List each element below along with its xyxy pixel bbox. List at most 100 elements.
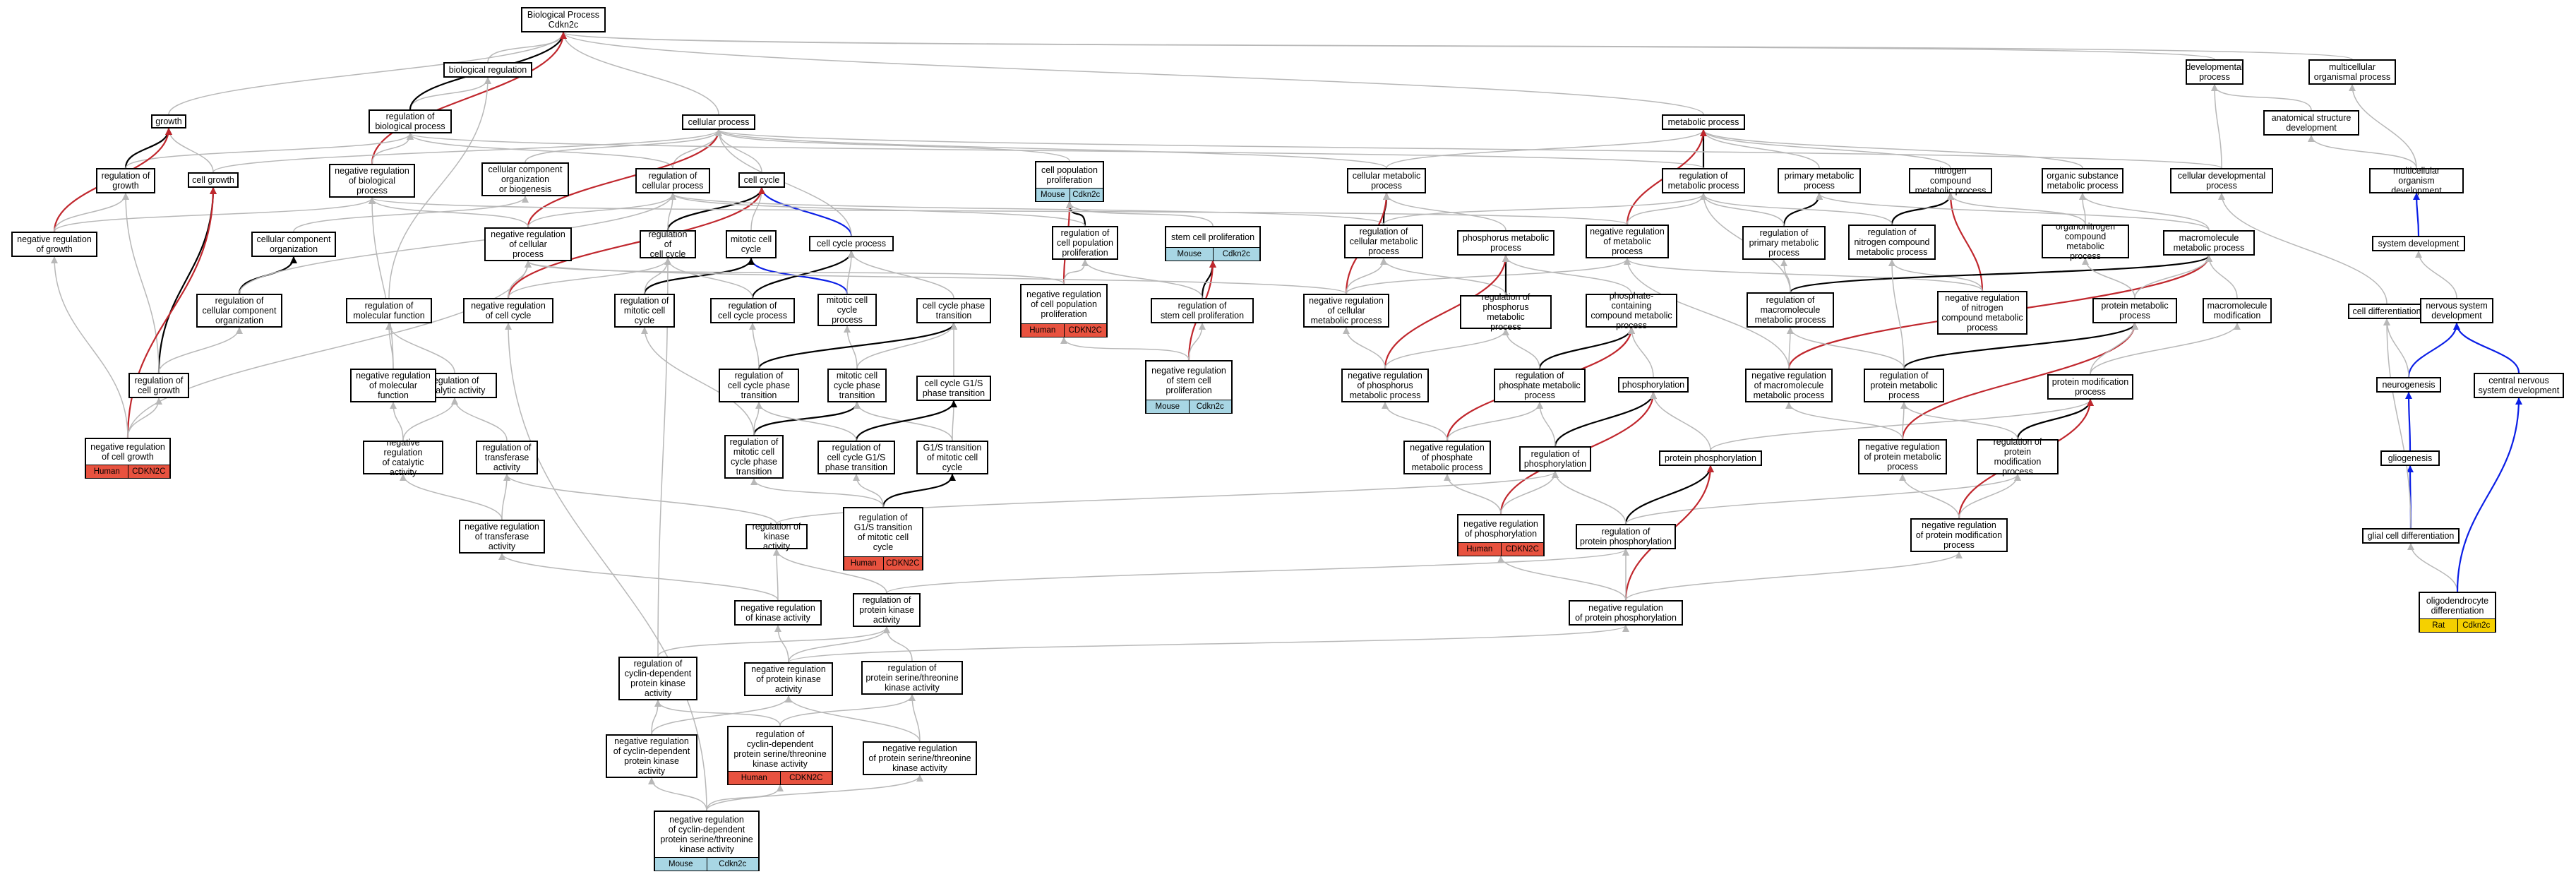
go-term-nitmet[interactable]: nitrogen compound metabolic process xyxy=(1909,166,1992,196)
go-term-regmacmet[interactable]: regulation of macromolecule metabolic pr… xyxy=(1747,292,1834,328)
go-term-celldev[interactable]: cellular developmental process xyxy=(2170,168,2273,193)
go-term-negregmolfn[interactable]: negative regulation of molecular functio… xyxy=(350,369,436,402)
go-term-phosphorylation[interactable]: phosphorylation xyxy=(1618,377,1689,393)
go-term-regccg1s[interactable]: regulation of cell cycle G1/S phase tran… xyxy=(817,441,895,474)
go-term-celldiff[interactable]: cell differentiation xyxy=(2348,304,2426,319)
go-term-phosmet[interactable]: phosphorus metabolic process xyxy=(1457,230,1554,256)
go-term-ccorg[interactable]: cellular component organization or bioge… xyxy=(481,162,569,196)
go-term-g1smitotic[interactable]: G1/S transition of mitotic cell cycle xyxy=(916,441,988,474)
go-term-multidev[interactable]: multicellular organism development xyxy=(2369,166,2464,196)
go-term-negregkinase[interactable]: negative regulation of kinase activity xyxy=(734,600,822,626)
go-term-negreggrowth[interactable]: negative regulation of growth xyxy=(11,232,97,257)
go-term-negregprotserthr[interactable]: negative regulation of protein serine/th… xyxy=(863,741,977,775)
go-term-regccproc[interactable]: regulation of cell cycle process xyxy=(710,298,795,323)
go-term-reggrowth[interactable]: regulation of growth xyxy=(96,168,155,193)
go-term-regcellcycle[interactable]: regulation of cell cycle xyxy=(640,229,696,259)
go-term-regcellpop[interactable]: regulation of cell population proliferat… xyxy=(1052,226,1118,260)
go-term-mitccphase[interactable]: mitotic cell cycle phase transition xyxy=(827,369,887,402)
go-term-orgsubmet[interactable]: organic substance metabolic process xyxy=(2042,168,2123,193)
go-term-protmet[interactable]: protein metabolic process xyxy=(2092,298,2177,323)
go-term-negregprotkinase[interactable]: negative regulation of protein kinase ac… xyxy=(744,662,833,696)
go-term-regtransferase[interactable]: regulation of transferase activity xyxy=(476,441,538,474)
go-term-regprotmet[interactable]: regulation of protein metabolic process xyxy=(1864,369,1944,402)
go-term-regmetproc[interactable]: regulation of metabolic process xyxy=(1662,168,1745,193)
go-term-regstemprolif[interactable]: regulation of stem cell proliferation xyxy=(1151,298,1254,323)
go-term-metproc[interactable]: metabolic process xyxy=(1662,114,1745,130)
go-term-devproc[interactable]: developmental process xyxy=(2186,59,2243,85)
go-term-regphosmet[interactable]: regulation of phosphorus metabolic proce… xyxy=(1460,292,1552,332)
go-term-regmolfn[interactable]: regulation of molecular function xyxy=(346,298,432,323)
go-term-negregprotmet[interactable]: negative regulation of protein metabolic… xyxy=(1858,439,1947,474)
go-term-negregphosmet[interactable]: negative regulation of phosphorus metabo… xyxy=(1341,369,1429,402)
go-term-negregprotmod[interactable]: negative regulation of protein modificat… xyxy=(1910,518,2008,552)
go-term-gliogenesis[interactable]: gliogenesis xyxy=(2380,450,2440,466)
go-term-cellmetproc[interactable]: cellular metabolic process xyxy=(1347,168,1426,193)
go-term-negregcdk[interactable]: negative regulation of cyclin-dependent … xyxy=(606,734,697,778)
go-term-negregprotphos[interactable]: negative regulation of protein phosphory… xyxy=(1569,600,1683,626)
go-term-regmitccphase[interactable]: regulation of mitotic cell cycle phase t… xyxy=(724,435,784,479)
go-term-regprotmod[interactable]: regulation of protein modification proce… xyxy=(1977,437,2059,477)
go-term-negregcatalytic[interactable]: negative regulation of catalytic activit… xyxy=(363,438,443,477)
go-term-neurogenesis[interactable]: neurogenesis xyxy=(2376,377,2441,393)
go-term-regcatalytic[interactable]: regulation of catalytic activity xyxy=(412,373,497,398)
go-term-regccphase[interactable]: regulation of cell cycle phase transitio… xyxy=(719,369,799,402)
go-term-negregbp[interactable]: negative regulation of biological proces… xyxy=(329,164,415,198)
go-term-regg1smitotic[interactable]: regulation of G1/S transition of mitotic… xyxy=(843,507,923,570)
go-term-regphosphatemet[interactable]: regulation of phosphate metabolic proces… xyxy=(1494,369,1586,402)
go-term-negregmet[interactable]: negative regulation of metabolic process xyxy=(1586,225,1669,258)
go-term-multiorg[interactable]: multicellular organismal process xyxy=(2308,59,2396,85)
go-term-primmet[interactable]: primary metabolic process xyxy=(1778,168,1861,193)
go-term-regkinase[interactable]: regulation of kinase activity xyxy=(745,522,808,551)
go-term-ccorg2[interactable]: cellular component organization xyxy=(251,232,336,257)
go-term-macmet[interactable]: macromolecule metabolic process xyxy=(2163,230,2255,256)
go-term-mitccproc[interactable]: mitotic cell cycle process xyxy=(817,294,877,326)
go-term-protmod[interactable]: protein modification process xyxy=(2047,374,2133,400)
go-term-bp[interactable]: Biological Process Cdkn2c xyxy=(521,7,606,32)
go-term-negregcellmet[interactable]: negative regulation of cellular metaboli… xyxy=(1303,294,1389,328)
go-term-negregcellpop[interactable]: negative regulation of cell population p… xyxy=(1020,284,1108,337)
go-term-cns[interactable]: central nervous system development xyxy=(2474,373,2564,398)
go-term-ccproc[interactable]: cell cycle process xyxy=(809,236,894,251)
go-term-cellcycle[interactable]: cell cycle xyxy=(738,172,785,188)
go-term-regnitmet[interactable]: regulation of nitrogen compound metaboli… xyxy=(1848,225,1936,260)
go-term-regcellgrowth[interactable]: regulation of cell growth xyxy=(128,373,189,398)
go-term-regprotphos[interactable]: regulation of protein phosphorylation xyxy=(1576,524,1676,549)
go-term-regcellproc[interactable]: regulation of cellular process xyxy=(635,168,710,193)
go-term-regcdk[interactable]: regulation of cyclin-dependent protein k… xyxy=(618,657,697,700)
go-term-anatdev[interactable]: anatomical structure development xyxy=(2263,110,2359,136)
go-term-negregstemprolif[interactable]: negative regulation of stem cell prolife… xyxy=(1145,360,1233,414)
go-term-regcdkserthr[interactable]: regulation of cyclin-dependent protein s… xyxy=(727,726,833,785)
go-term-cellproc[interactable]: cellular process xyxy=(682,114,755,130)
go-term-regprotkinase[interactable]: regulation of protein kinase activity xyxy=(853,593,921,627)
go-term-cellgrowth[interactable]: cell growth xyxy=(188,172,239,188)
go-term-glialdiff[interactable]: glial cell differentiation xyxy=(2362,528,2460,544)
go-term-negregmacmet[interactable]: negative regulation of macromolecule met… xyxy=(1745,369,1833,402)
go-term-orgnitmet[interactable]: organonitrogen compound metabolic proces… xyxy=(2042,222,2129,261)
go-term-regccorg[interactable]: regulation of cellular component organiz… xyxy=(196,294,282,328)
go-term-negregphosphatemet[interactable]: negative regulation of phosphate metabol… xyxy=(1403,441,1491,474)
go-term-phoscontain[interactable]: phosphate-containing compound metabolic … xyxy=(1586,291,1677,330)
go-term-protphos[interactable]: protein phosphorylation xyxy=(1659,450,1762,466)
go-term-negregcellproc[interactable]: negative regulation of cellular process xyxy=(484,227,572,261)
go-term-regprimmet[interactable]: regulation of primary metabolic process xyxy=(1742,226,1826,260)
go-term-negregtransferase[interactable]: negative regulation of transferase activ… xyxy=(459,520,545,554)
go-term-regprotserthr[interactable]: regulation of protein serine/threonine k… xyxy=(861,661,963,695)
go-term-ccg1s[interactable]: cell cycle G1/S phase transition xyxy=(916,376,991,401)
go-term-ccphasetrans[interactable]: cell cycle phase transition xyxy=(916,298,991,323)
go-term-regmitcc[interactable]: regulation of mitotic cell cycle xyxy=(614,294,675,328)
go-term-macmod[interactable]: macromolecule modification xyxy=(2203,298,2272,323)
go-term-negregcdkserthr[interactable]: negative regulation of cyclin-dependent … xyxy=(654,811,760,871)
go-term-regbp[interactable]: regulation of biological process xyxy=(369,109,452,133)
go-term-growth[interactable]: growth xyxy=(151,114,186,128)
go-term-nervdev[interactable]: nervous system development xyxy=(2420,298,2493,323)
go-term-negregnitmet[interactable]: negative regulation of nitrogen compound… xyxy=(1937,291,2027,335)
go-term-bioreg[interactable]: biological regulation xyxy=(443,62,532,78)
go-term-mitcc[interactable]: mitotic cell cycle xyxy=(726,230,777,258)
go-term-sysdev[interactable]: system development xyxy=(2372,236,2465,251)
go-term-regphosphorylation[interactable]: regulation of phosphorylation xyxy=(1519,446,1591,472)
